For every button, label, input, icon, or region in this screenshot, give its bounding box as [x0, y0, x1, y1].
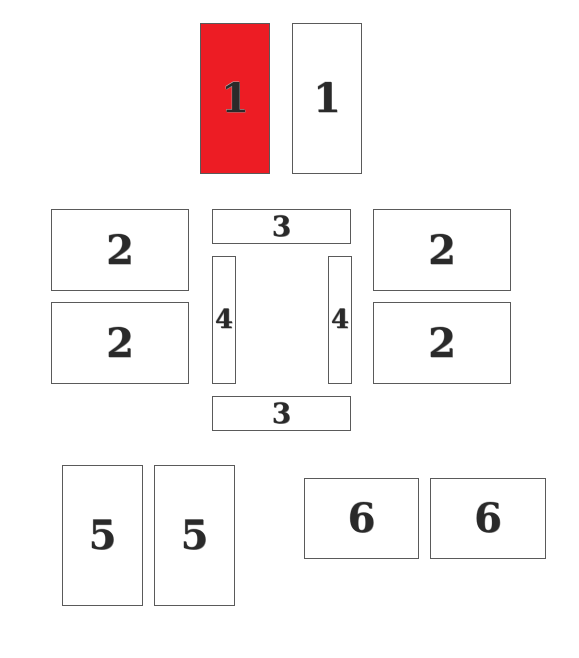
- piece-label: 3: [271, 210, 292, 243]
- piece-label: 6: [474, 495, 502, 542]
- piece-3-bottom[interactable]: 3: [212, 396, 351, 431]
- piece-label: 6: [347, 495, 376, 542]
- piece-2-top-right[interactable]: 2: [373, 209, 511, 291]
- piece-1-highlighted[interactable]: 1: [200, 23, 270, 174]
- piece-label: 5: [180, 512, 209, 559]
- piece-label: 3: [271, 397, 292, 430]
- piece-label: 2: [428, 319, 456, 367]
- piece-2-bottom-right[interactable]: 2: [373, 302, 511, 384]
- piece-label: 5: [88, 512, 117, 559]
- piece-5-left[interactable]: 5: [62, 465, 143, 606]
- piece-label: 4: [214, 305, 234, 335]
- piece-4-right[interactable]: 4: [328, 256, 352, 384]
- piece-label: 4: [330, 305, 350, 335]
- piece-4-left[interactable]: 4: [212, 256, 236, 384]
- piece-2-top-left[interactable]: 2: [51, 209, 189, 291]
- piece-1[interactable]: 1: [292, 23, 362, 174]
- piece-label: 2: [428, 226, 456, 274]
- piece-label: 1: [221, 75, 249, 122]
- piece-label: 1: [313, 75, 341, 122]
- piece-3-top[interactable]: 3: [212, 209, 351, 244]
- piece-2-bottom-left[interactable]: 2: [51, 302, 189, 384]
- piece-label: 2: [106, 319, 134, 367]
- piece-5-right[interactable]: 5: [154, 465, 235, 606]
- piece-label: 2: [106, 226, 134, 274]
- piece-6-right[interactable]: 6: [430, 478, 546, 559]
- piece-6-left[interactable]: 6: [304, 478, 419, 559]
